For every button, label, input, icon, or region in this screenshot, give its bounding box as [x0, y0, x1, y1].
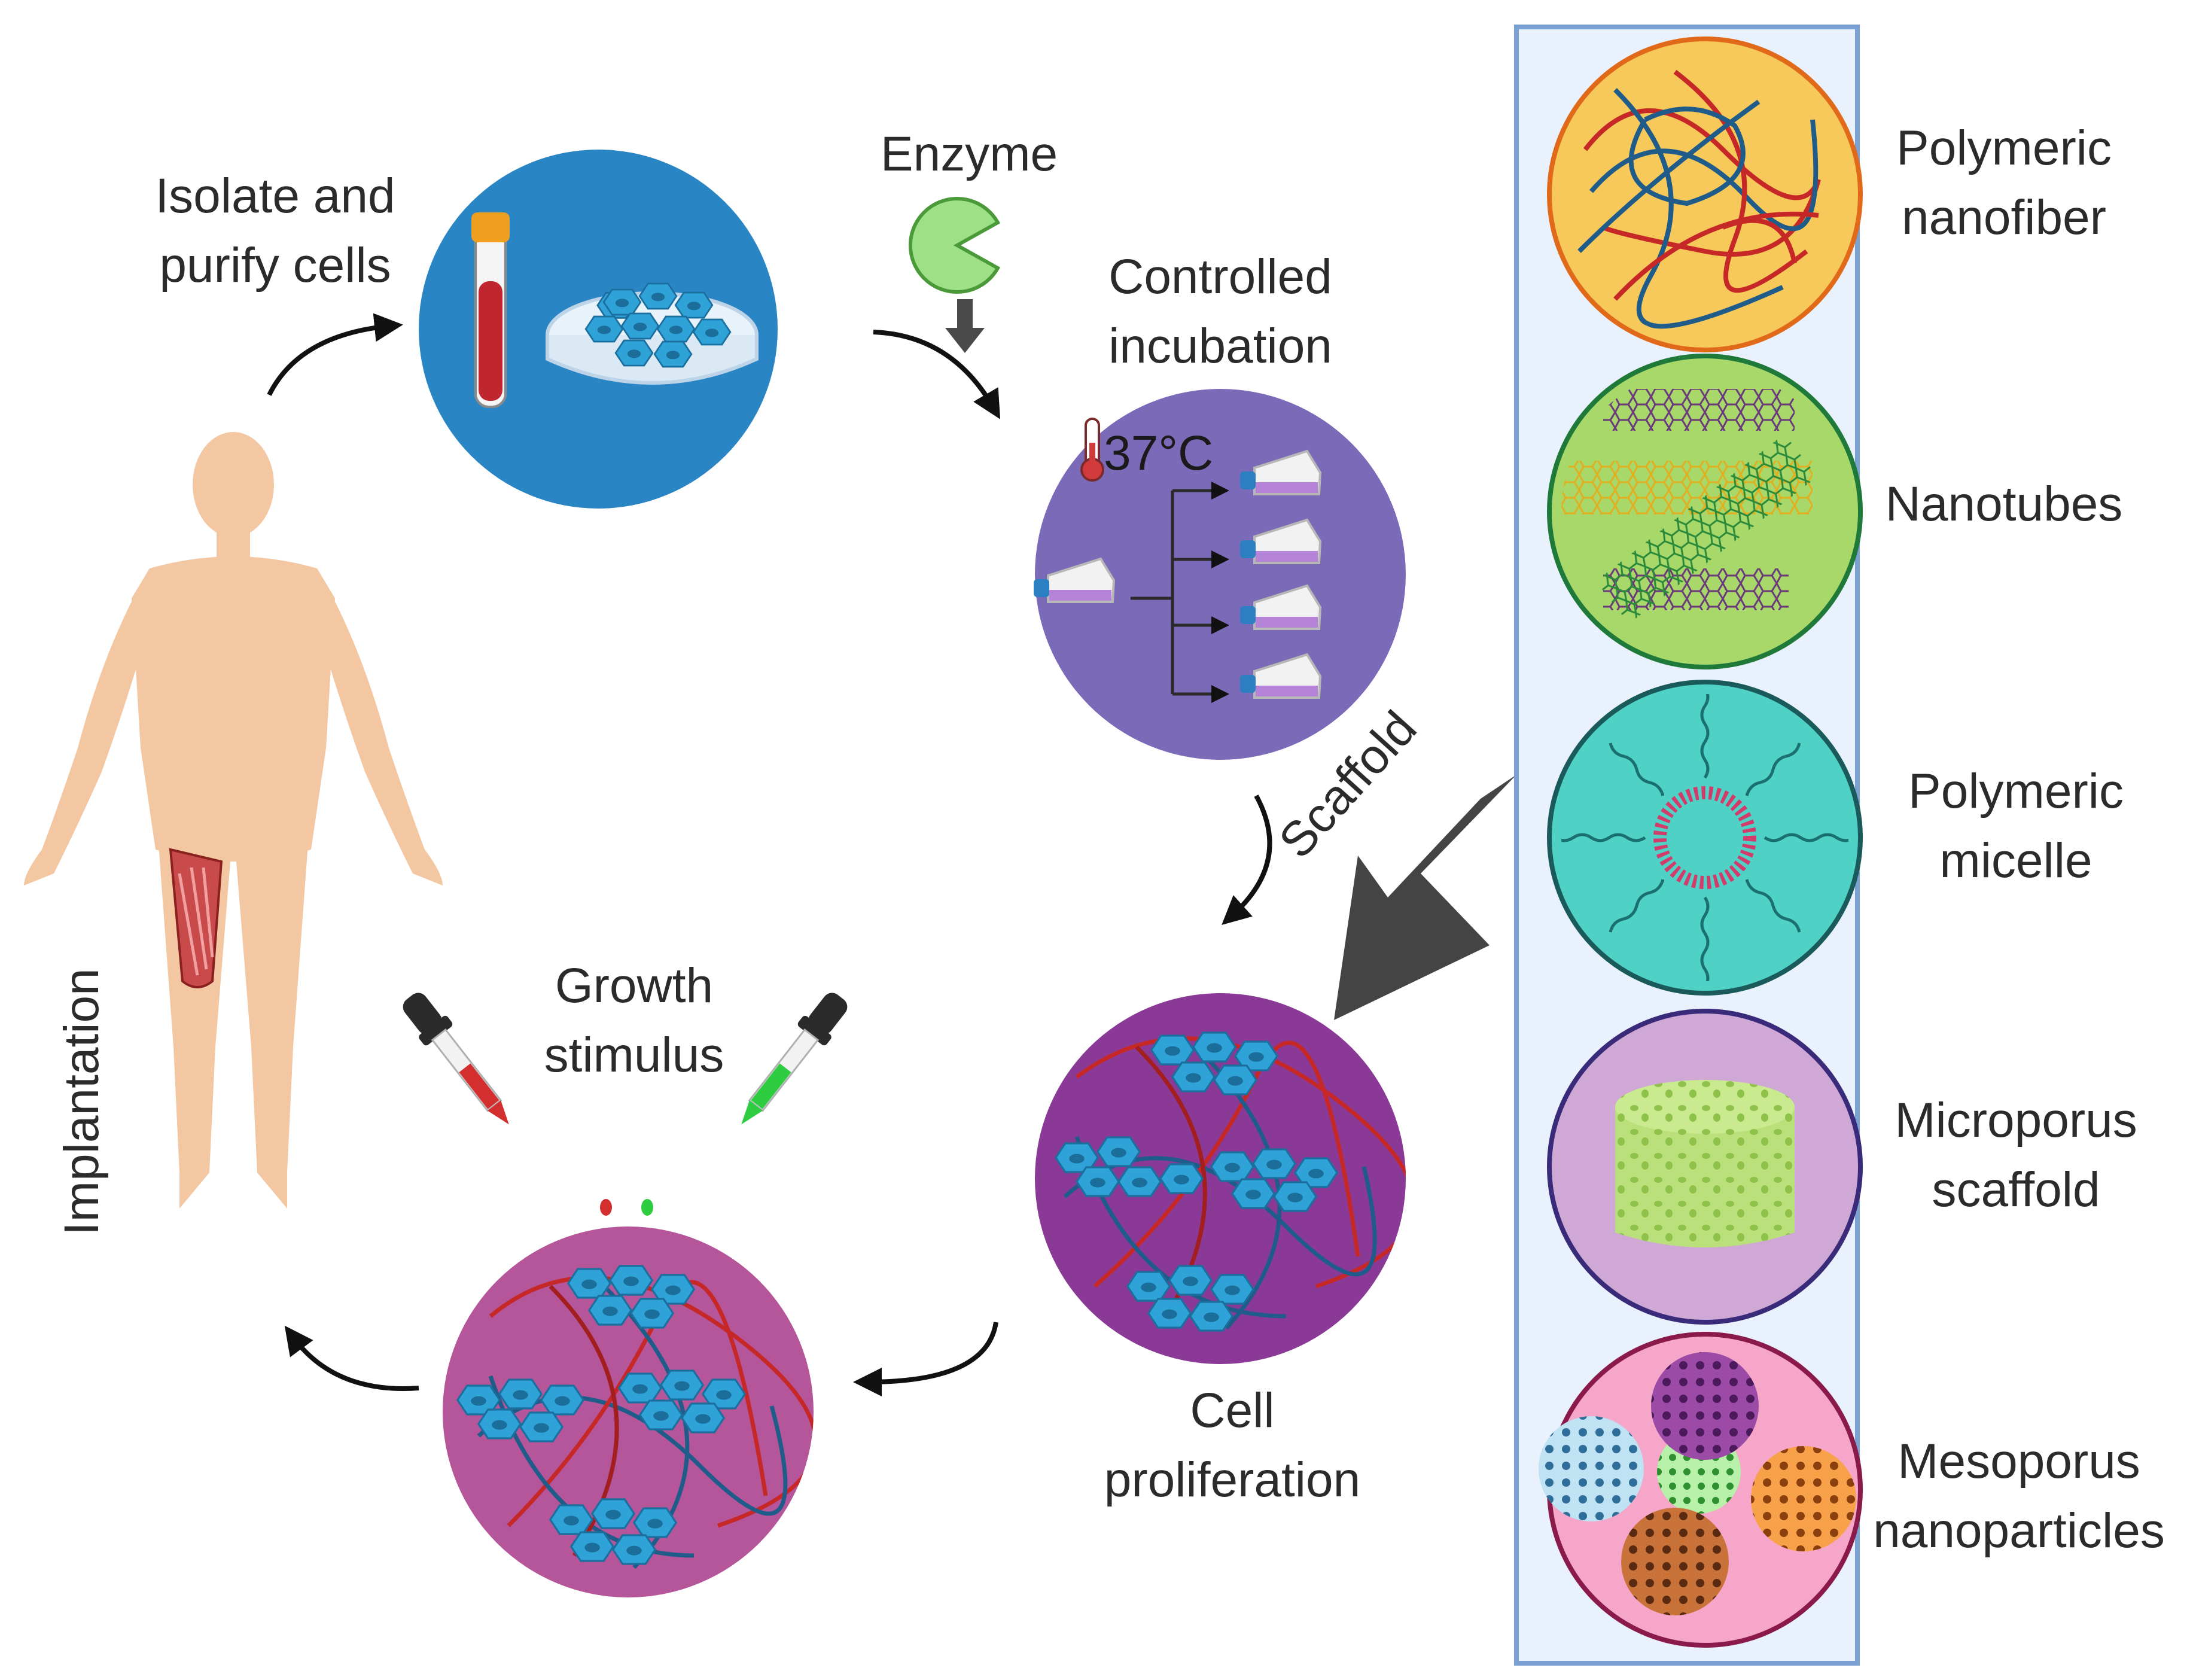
- incubation-circle: [1032, 389, 1406, 760]
- label-line: incubation: [1108, 319, 1332, 373]
- micelle-icon: [1547, 680, 1863, 996]
- proliferation-label: Cell proliferation: [1053, 1376, 1412, 1515]
- green-dropper-icon: [641, 993, 848, 1216]
- label-line: purify cells: [159, 238, 391, 293]
- blood-tube-icon: [471, 212, 510, 408]
- label-line: Enzyme: [880, 127, 1058, 181]
- arrow-to-growth: [853, 1322, 998, 1396]
- label-line: nanoparticles: [1873, 1504, 2165, 1558]
- label-line: Microporus: [1894, 1093, 2137, 1148]
- label-line: Mesoporus: [1897, 1434, 2140, 1489]
- enzyme-label: Enzyme: [831, 120, 1107, 189]
- arrow-to-implantation: [284, 1325, 419, 1391]
- label-line: stimulus: [544, 1028, 724, 1082]
- temperature-label: 37°C: [1104, 419, 1247, 488]
- scaffold-item-nanotubes-label: Nanotubes: [1836, 470, 2171, 539]
- scaffold-item-nanofiber-label: Polymeric nanofiber: [1836, 114, 2171, 252]
- implantation-label: Implantation: [54, 968, 109, 1235]
- scaffold-item-micelle-label: Polymeric micelle: [1848, 757, 2183, 896]
- label-line: Polymeric: [1896, 121, 2112, 175]
- growth-label: Growth stimulus: [467, 951, 802, 1090]
- label-line: nanofiber: [1902, 190, 2106, 245]
- label-line: 37°C: [1104, 426, 1214, 480]
- label-line: Cell: [1190, 1383, 1275, 1438]
- thermometer-icon: [1080, 418, 1104, 482]
- porous-scaffold-icon: [1547, 1009, 1863, 1325]
- arrow-to-incubation: [873, 330, 1001, 419]
- split-arrows: [1131, 482, 1229, 703]
- petri-dish-icon: [546, 282, 759, 385]
- label-line: micelle: [1939, 833, 2093, 888]
- arrow-to-proliferation: [1222, 795, 1272, 926]
- label-line: Nanotubes: [1885, 477, 2123, 531]
- human-body-icon: [24, 432, 443, 1209]
- label-line: Controlled: [1108, 249, 1332, 304]
- proliferation-circle: [1035, 993, 1406, 1364]
- incubation-label: Controlled incubation: [1053, 242, 1388, 381]
- scaffold-arrow: [1334, 775, 1516, 1020]
- nanoparticle-icon: [1539, 1332, 1863, 1648]
- label-line: proliferation: [1104, 1453, 1361, 1507]
- arrow-to-isolation: [267, 313, 403, 396]
- label-line: Growth: [555, 958, 714, 1013]
- workflow-arrows: [267, 313, 1272, 1396]
- scaffold-item-microporus-label: Microporus scaffold: [1848, 1086, 2183, 1225]
- thigh-muscle-icon: [169, 848, 223, 988]
- red-dropper-icon: [403, 993, 612, 1216]
- label-line: scaffold: [1932, 1162, 2100, 1217]
- isolation-circle: [419, 150, 778, 509]
- label-line: Isolate and: [155, 169, 395, 223]
- nanotube-icon: [1547, 354, 1863, 669]
- growth-circle: [443, 1226, 814, 1597]
- scaffold-item-mesoporus-label: Mesoporus nanoparticles: [1851, 1427, 2186, 1566]
- enzyme-icon: [908, 197, 1001, 353]
- isolate-label: Isolate and purify cells: [108, 162, 443, 300]
- label-line: Polymeric: [1908, 764, 2124, 818]
- nanofiber-icon: [1547, 36, 1863, 352]
